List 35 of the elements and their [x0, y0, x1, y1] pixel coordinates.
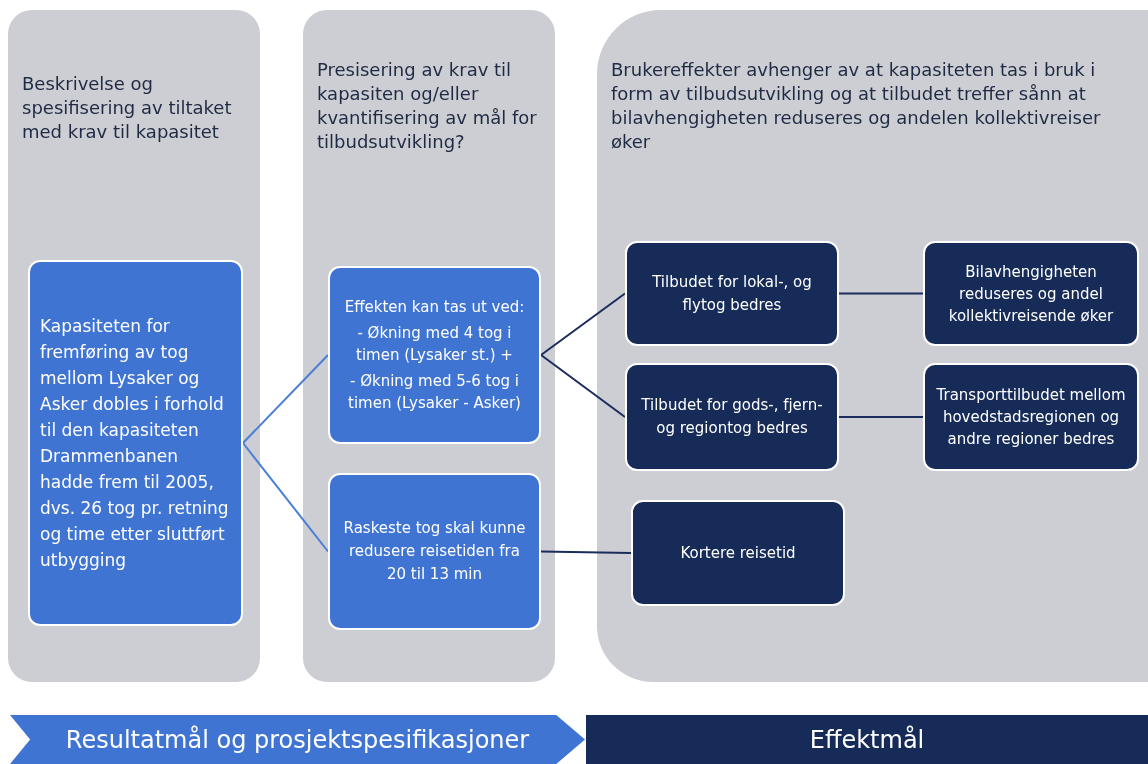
box-text: Kapasiteten for fremføring av tog mellom Lysaker og Asker dobles i forhold til den kapasiteten Drammenbanen hadde frem til 2005, dvs. 26 tog pr. retning og time etter sluttført utbygging	[40, 315, 230, 572]
box-text: Raskeste tog skal kunne redusere reisetiden fra 20 til 13 min	[342, 518, 527, 585]
process-box	[328, 473, 541, 630]
process-box	[923, 363, 1139, 471]
connector-line	[242, 442, 329, 553]
connector-line	[242, 354, 329, 444]
connector-line	[838, 416, 924, 418]
connector-line	[540, 354, 626, 418]
band-label: Effektmål	[809, 725, 925, 754]
process-box	[625, 241, 839, 346]
box-text: Tilbudet for gods-, fjern- og regiontog bedres	[640, 395, 824, 439]
box-text: Kortere reisetid	[679, 542, 797, 564]
process-box	[328, 266, 541, 444]
column-heading: Beskrivelse og spesifisering av tiltaket med krav til kapasitet	[22, 72, 233, 144]
connector-line	[540, 292, 626, 356]
column-heading: Brukereffekter avhenger av at kapasiteten tas i bruk i form av tilbudsutvikling og at tilbudet treffer sånn at bilavhengigheten reduseres og andelen kollektivreiser øker	[611, 58, 1102, 154]
chevron-band	[10, 715, 585, 764]
chevron-band	[586, 715, 1148, 764]
process-box	[923, 241, 1139, 346]
connector-line	[540, 550, 632, 554]
column-heading: Presisering av krav til kapasiten og/eller kvantifisering av mål for tilbudsutvikling?	[317, 58, 538, 154]
box-text: Tilbudet for lokal-, og flytog bedres	[651, 271, 813, 316]
box-text: - Økning med 4 tog i timen (Lysaker st.) +	[355, 323, 514, 366]
band-label: Resultatmål og prosjektspesifikasjoner	[65, 725, 530, 754]
process-box	[625, 363, 839, 471]
box-text: Effekten kan tas ut ved:	[343, 297, 526, 318]
box-text: - Økning med 5-6 tog i timen (Lysaker - Asker)	[347, 371, 522, 414]
process-box	[631, 500, 845, 606]
box-text: Transporttilbudet mellom hovedstadsregionen og andre regioner bedres	[935, 385, 1127, 450]
column-panel	[303, 10, 555, 682]
process-box	[28, 260, 243, 626]
connector-line	[838, 292, 924, 295]
column-panel	[597, 10, 1148, 682]
box-text: Bilavhengigheten reduseres og andel kollektivreisende øker	[947, 261, 1115, 327]
column-panel	[8, 10, 260, 682]
